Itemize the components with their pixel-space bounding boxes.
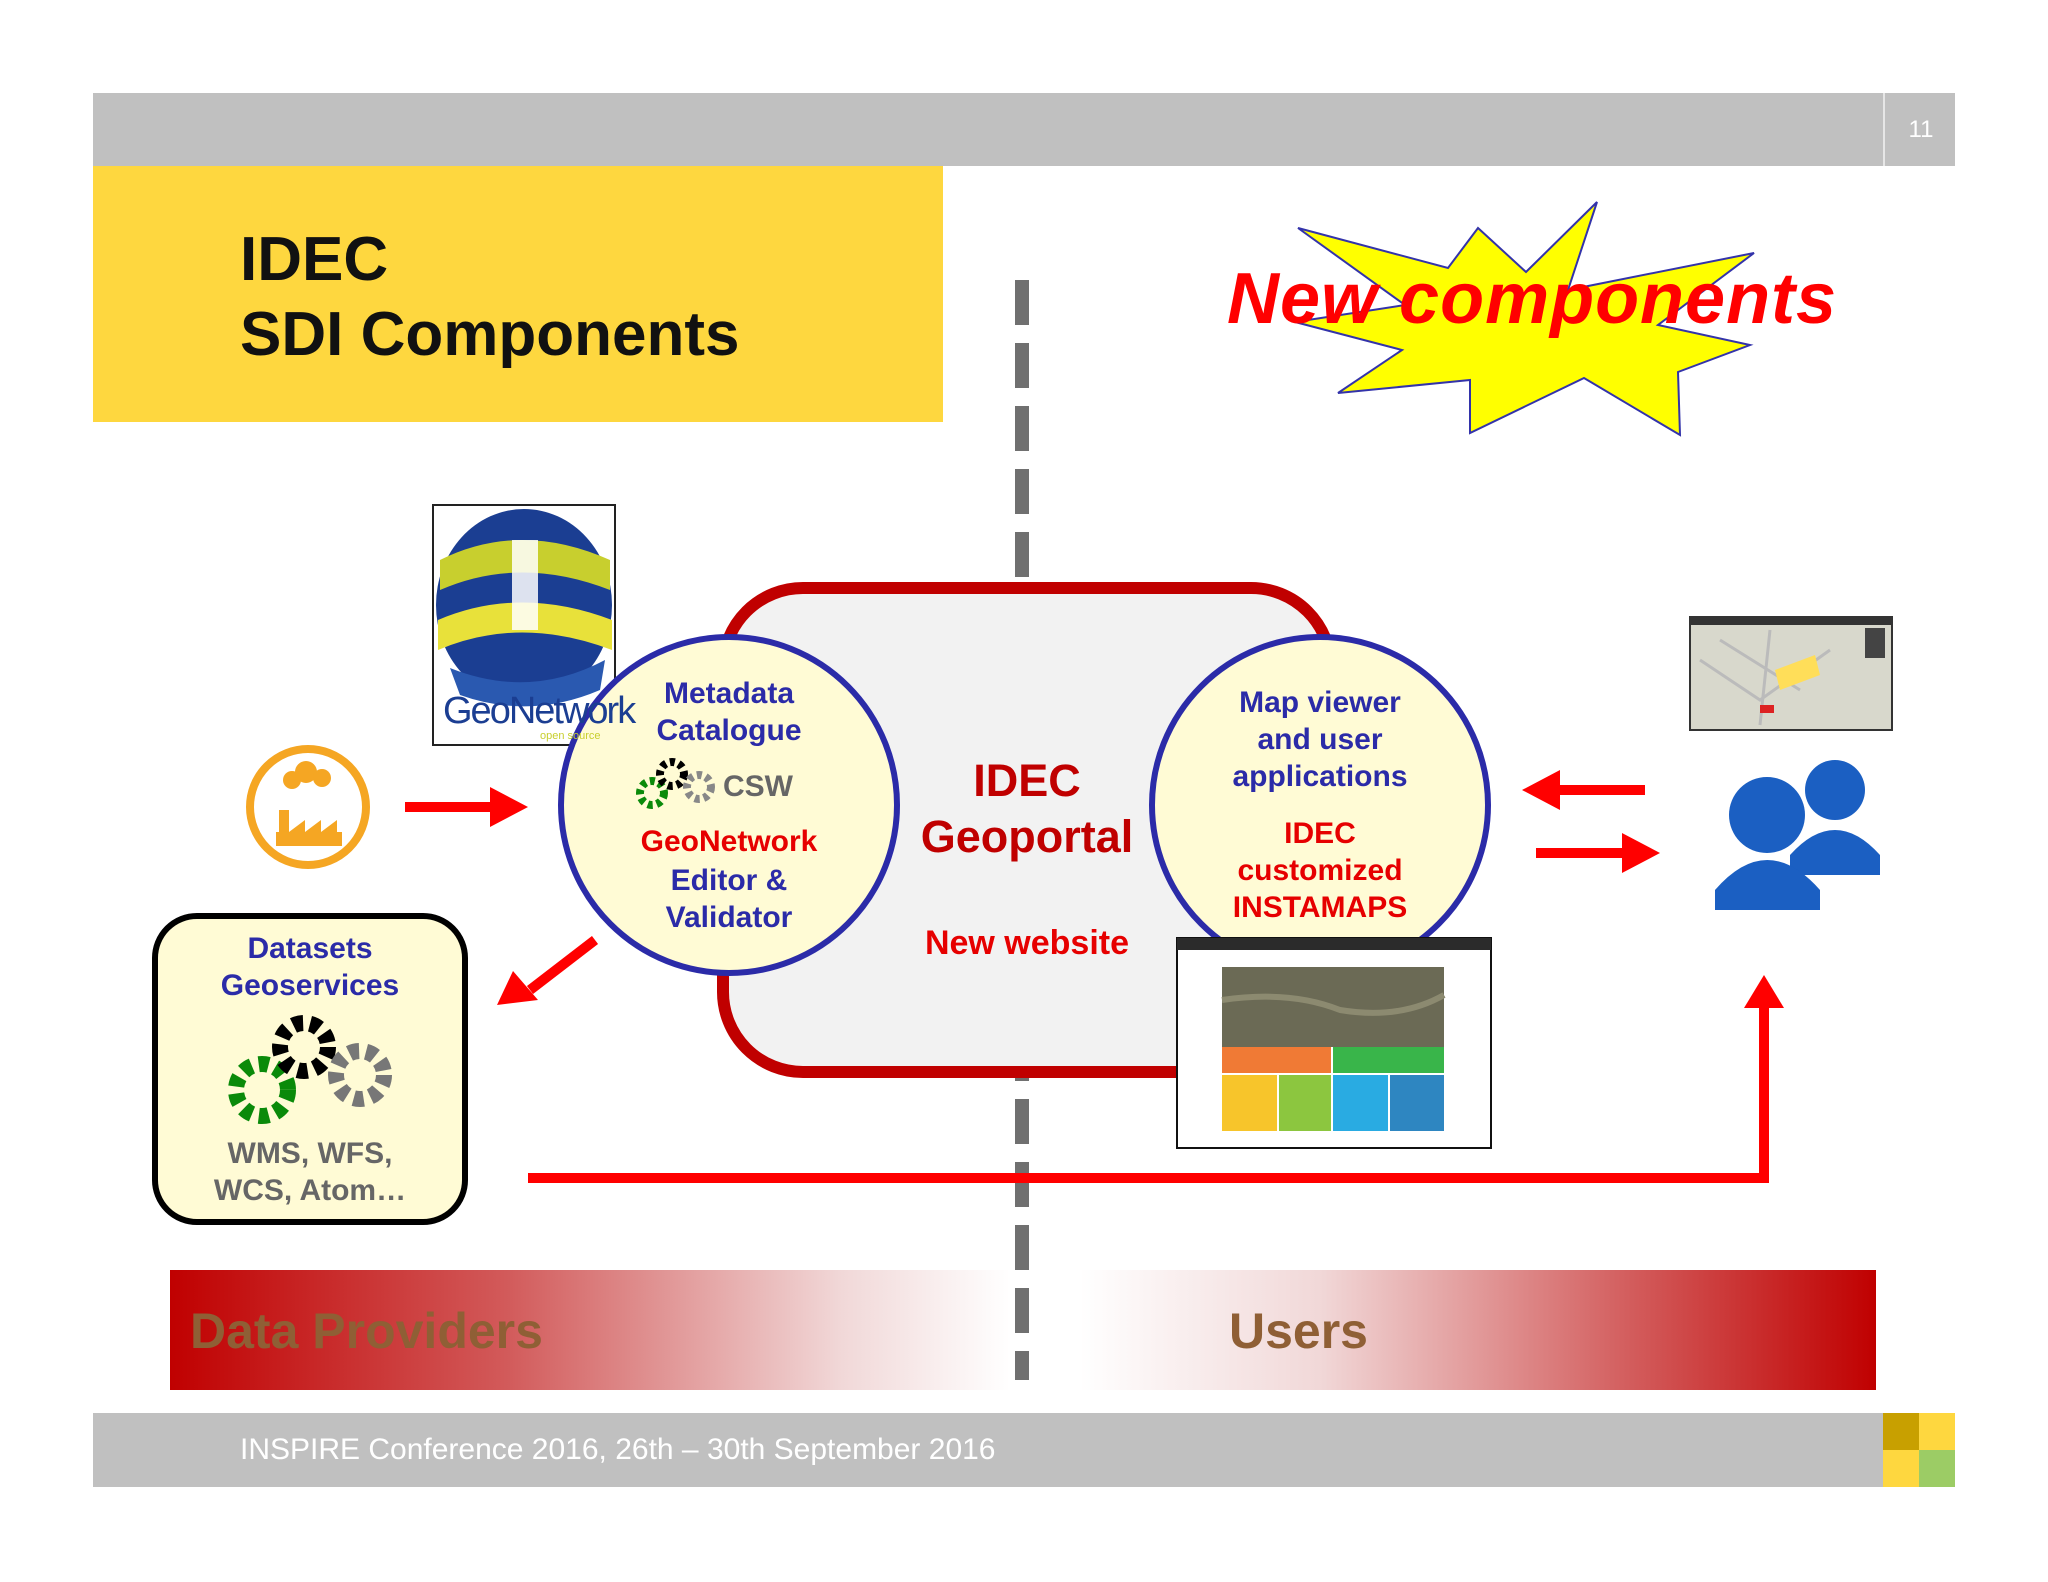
footer-bar	[93, 1413, 1955, 1487]
page-number: 11	[1883, 93, 1957, 166]
datasets-box	[152, 913, 468, 1225]
footer-text: INSPIRE Conference 2016, 26th – 30th Sep…	[240, 1433, 996, 1466]
services-line-1: WMS, WFS,	[227, 1137, 393, 1170]
factory-icon	[246, 745, 370, 869]
metadata-line-2: Catalogue	[656, 714, 802, 747]
mapviewer-line-2: and user	[1257, 723, 1383, 756]
services-line-2: WCS, Atom…	[213, 1174, 407, 1207]
data-providers-label: Data Providers	[190, 1303, 543, 1359]
title-line-2: SDI Components	[240, 300, 740, 369]
datasets-line-2: Geoservices	[220, 969, 400, 1002]
data-providers-band	[170, 1270, 1010, 1390]
new-website-label: New website	[924, 924, 1130, 962]
metadata-catalogue-label: Metadata Catalogue	[599, 675, 859, 749]
geonetwork-label: GeoNetwork	[640, 825, 818, 858]
arrow-catalogue-to-datasets	[526, 936, 599, 994]
title-box	[93, 166, 943, 422]
csw-label: CSW	[723, 770, 793, 803]
mapviewer-line-3: applications	[1232, 760, 1408, 793]
instamaps-screenshot-image	[1176, 937, 1492, 1149]
datasets-label: Datasets Geoservices	[160, 930, 460, 1004]
geoportal-line-2: Geoportal	[920, 811, 1134, 862]
geoportal-line-1: IDEC	[973, 755, 1081, 806]
instamaps-line-1: IDEC	[1284, 817, 1356, 850]
instamaps-label: IDEC customized INSTAMAPS	[1190, 815, 1450, 926]
starburst-shape	[1294, 201, 1755, 437]
new-components-callout: New components	[1227, 259, 1838, 339]
metadata-circle	[558, 634, 900, 976]
page-title: IDEC SDI Components	[240, 222, 739, 372]
geoportal-label: IDEC Geoportal	[902, 753, 1152, 865]
instamaps-line-2: customized	[1237, 854, 1403, 887]
datasets-line-1: Datasets	[247, 932, 373, 965]
services-label: WMS, WFS, WCS, Atom…	[160, 1135, 460, 1209]
users-icon	[1715, 760, 1880, 910]
editor-validator-label: Editor & Validator	[599, 862, 859, 936]
footer-logo-icon	[1883, 1413, 1955, 1487]
small-gears-icon	[636, 758, 715, 809]
geonetwork-logo-text: GeoNetwork	[443, 690, 636, 732]
geonetwork-globe-icon	[436, 509, 612, 707]
metadata-line-1: Metadata	[663, 677, 795, 710]
map-viewer-label: Map viewer and user applications	[1190, 684, 1450, 795]
instamaps-line-3: INSTAMAPS	[1232, 891, 1408, 924]
validator-line: Validator	[665, 901, 793, 934]
map-screenshot-image	[1689, 616, 1893, 731]
title-line-1: IDEC	[240, 225, 389, 294]
users-band	[1080, 1270, 1876, 1390]
editor-line: Editor &	[670, 864, 788, 897]
arrow-datasets-to-users	[528, 1005, 1769, 1183]
gears-icon	[228, 1015, 392, 1124]
header-bar	[93, 93, 1955, 166]
mapviewer-line-1: Map viewer	[1239, 686, 1401, 719]
users-label: Users	[1229, 1303, 1368, 1359]
geonetwork-logo-tagline: open source	[540, 730, 601, 742]
